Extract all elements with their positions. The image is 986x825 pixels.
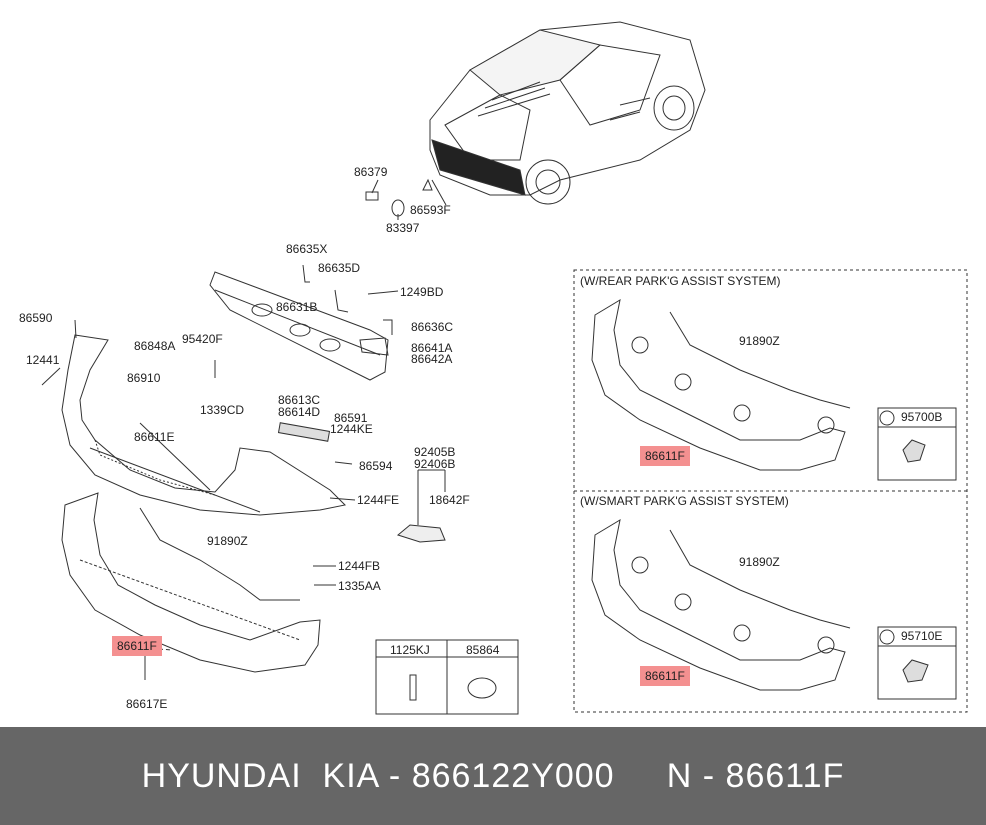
variant-smart-harness-label[interactable]: 91890Z xyxy=(739,555,780,569)
bracket-86636c xyxy=(383,319,393,335)
variant-smart-sensor-label[interactable]: 95710E xyxy=(901,629,943,643)
sensor-box-95710e xyxy=(877,626,957,700)
main-bumper-86611e xyxy=(61,334,347,516)
label-1244fe[interactable]: 1244FE xyxy=(357,493,400,507)
label-1335aa[interactable]: 1335AA xyxy=(338,579,381,593)
label-83397[interactable]: 83397 xyxy=(386,221,420,235)
label-86611f-main-highlight[interactable]: 86611F xyxy=(112,636,162,656)
label-86641a[interactable]: 86641A xyxy=(411,341,453,355)
label-86642a[interactable]: 86642A xyxy=(411,352,453,366)
variant-rear-sensor-label[interactable]: 95700B xyxy=(901,410,943,424)
label-86593f[interactable]: 86593F xyxy=(410,203,451,217)
footer-bar: HYUNDAI KIA - 866122Y000 N - 86611F xyxy=(0,727,986,825)
variant-smart-title: (W/SMART PARK'G ASSIST SYSTEM) xyxy=(580,494,789,508)
variant-smart-bumper xyxy=(591,518,851,691)
label-92405b[interactable]: 92405B xyxy=(414,445,456,459)
variant-smart-bumper-highlight[interactable]: 86611F xyxy=(640,666,690,686)
variant-rear-bumper-highlight[interactable]: 86611F xyxy=(640,446,690,466)
bumper-beam xyxy=(209,271,389,381)
label-86631b[interactable]: 86631B xyxy=(276,300,318,314)
label-86613c[interactable]: 86613C xyxy=(278,393,321,407)
label-86591[interactable]: 86591 xyxy=(334,411,368,425)
label-91890z-main[interactable]: 91890Z xyxy=(207,534,248,548)
label-86636c[interactable]: 86636C xyxy=(411,320,454,334)
label-1244fb[interactable]: 1244FB xyxy=(338,559,381,573)
bracket-86635x xyxy=(302,264,310,283)
label-86594[interactable]: 86594 xyxy=(359,459,393,473)
plug-85864 xyxy=(467,677,497,699)
bracket-86635d xyxy=(334,289,349,313)
car-illustration xyxy=(429,21,706,205)
variant-rear-bumper xyxy=(591,298,851,471)
label-86614d[interactable]: 86614D xyxy=(278,405,321,419)
grommet-part xyxy=(391,199,405,217)
parts-table-col2: 85864 xyxy=(466,643,500,657)
label-1244ke[interactable]: 1244KE xyxy=(330,422,373,436)
sensor-95700b-icon xyxy=(902,439,926,463)
label-18642f[interactable]: 18642F xyxy=(429,493,470,507)
label-95420f[interactable]: 95420F xyxy=(182,332,223,346)
footer-part-numbers: HYUNDAI KIA - 866122Y000 N - 86611F xyxy=(141,756,845,795)
harness-91890z-main xyxy=(139,507,300,601)
reflector-86613c xyxy=(277,422,331,442)
variant-rear-harness-label[interactable]: 91890Z xyxy=(739,334,780,348)
label-12441[interactable]: 12441 xyxy=(26,353,60,367)
reflector-part xyxy=(365,191,379,201)
label-86910[interactable]: 86910 xyxy=(127,371,161,385)
label-92406b[interactable]: 92406B xyxy=(414,457,456,471)
sensor-box-95700b xyxy=(877,407,957,481)
parts-table-col1: 1125KJ xyxy=(390,643,430,657)
label-86635x[interactable]: 86635X xyxy=(286,242,328,256)
variant-rear-title: (W/REAR PARK'G ASSIST SYSTEM) xyxy=(580,274,781,288)
sensor-95710e-icon xyxy=(902,659,929,683)
lower-bumper-86611f xyxy=(61,492,321,673)
label-86590[interactable]: 86590 xyxy=(19,311,53,325)
clip-part xyxy=(422,178,433,191)
label-86611e[interactable]: 86611E xyxy=(134,430,175,444)
label-86848a[interactable]: 86848A xyxy=(134,339,176,353)
light-92405b xyxy=(396,524,446,543)
label-86379[interactable]: 86379 xyxy=(354,165,388,179)
label-1249bd[interactable]: 1249BD xyxy=(400,285,444,299)
diagram-canvas xyxy=(41,21,968,715)
label-1339cd[interactable]: 1339CD xyxy=(200,403,245,417)
label-86617e[interactable]: 86617E xyxy=(126,697,168,711)
bolt-1125kj xyxy=(409,674,417,701)
bracket-86641a xyxy=(359,337,389,356)
label-86635d[interactable]: 86635D xyxy=(318,261,361,275)
